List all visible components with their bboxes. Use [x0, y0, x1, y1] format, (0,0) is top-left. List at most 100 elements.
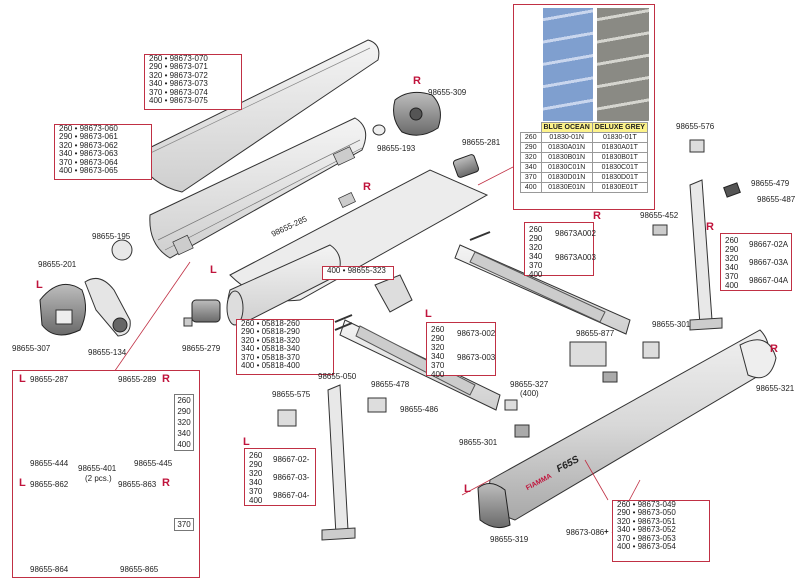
part-label: 98655-289	[118, 375, 157, 384]
plus-sign: +	[604, 527, 609, 536]
side-letter-right: R	[363, 181, 371, 193]
code-line: 290 • 98673-050	[617, 508, 676, 518]
part-label: (400)	[520, 389, 539, 398]
code-line: 290 • 05818-290	[241, 327, 300, 337]
blue-code-cell: 01830A01N	[540, 142, 593, 153]
roller-code-box: 260 • 05818-260 290 • 05818-290 320 • 05…	[236, 319, 334, 375]
side-letter-left: L	[19, 373, 26, 385]
part-label: 98673-086	[566, 528, 605, 537]
size-group-b: 320 340	[725, 254, 738, 272]
code-line: 290 • 98673-061	[59, 132, 118, 142]
size-group-a: 260 290	[431, 325, 444, 343]
part-label: 98655-452	[640, 211, 679, 220]
size: 370	[529, 261, 543, 270]
side-letter-left: L	[243, 436, 250, 448]
size-group-b: 320 340 370 400	[431, 343, 444, 379]
part-label: 98655-487	[757, 195, 796, 204]
size: 290	[249, 460, 263, 469]
size: 290	[529, 234, 543, 243]
part-label: 98655-319	[490, 535, 529, 544]
part-label: 98655-281	[462, 138, 501, 147]
bushing-part	[372, 124, 386, 136]
size: 340	[177, 429, 191, 438]
size-cell: 370	[520, 172, 542, 183]
arm-right-part	[454, 231, 631, 335]
part-label: 98655-444	[30, 459, 69, 468]
part-label: 98655-576	[676, 122, 715, 131]
code-line: 260 • 98673-070	[149, 54, 208, 63]
code: 98667-03-	[273, 473, 310, 482]
side-letter-left: L	[19, 477, 26, 489]
bracket-left	[84, 277, 131, 337]
case-part	[149, 117, 367, 259]
code-line: 290 • 98673-071	[149, 62, 208, 72]
part-label: 98655-877	[576, 329, 615, 338]
fabric-swatch-grey	[597, 8, 649, 121]
code: 98673A003	[555, 253, 596, 262]
code: 98667-04-	[273, 491, 310, 500]
part-label: 98655-478	[371, 380, 410, 389]
blue-code-cell: 01830D01N	[540, 172, 593, 183]
part-label: 98655-445	[134, 459, 173, 468]
size: 260	[431, 325, 445, 334]
size: 320	[529, 243, 543, 252]
blue-code-cell: 01830E01N	[540, 182, 593, 193]
front-cover-code-box: 260 • 98673-070 290 • 98673-071 320 • 98…	[144, 54, 242, 110]
code: 98673-002	[457, 329, 496, 338]
size: 320	[725, 254, 739, 263]
size: 400	[725, 281, 739, 290]
support-part	[374, 274, 413, 313]
size: 320	[177, 418, 191, 427]
part-label: 98655-287	[30, 375, 69, 384]
code-line: 370 • 98673-064	[59, 157, 118, 167]
size: 370	[725, 272, 739, 281]
gear-part	[452, 154, 480, 178]
code-line: 370 • 05818-370	[241, 352, 300, 362]
table-row: BLUE OCEAN DELUXE GREY	[521, 122, 648, 133]
size-group-a: 260 290	[725, 236, 738, 254]
size-group-c: 370 400	[725, 272, 738, 290]
support-code-box: 400 • 98655-323	[322, 266, 394, 280]
code: 98673A002	[555, 229, 596, 238]
code-line: 260 • 98673-060	[59, 124, 118, 133]
size-group-a: 260 290	[529, 225, 542, 243]
side-letter-right: R	[770, 343, 778, 355]
fabric-swatch-blue	[543, 8, 593, 121]
size: 340	[529, 252, 543, 261]
size: 340	[725, 263, 739, 272]
part-label: 98655-309	[428, 88, 467, 97]
front-bar-part	[477, 329, 777, 529]
part-label: 98655-575	[272, 390, 311, 399]
grey-code-cell: 01830-01T	[591, 132, 648, 143]
size-cell: 290	[520, 142, 542, 153]
header-deluxe-grey: DELUXE GREY	[591, 122, 648, 133]
part-label: 98655-321	[756, 384, 795, 393]
part-label: 98655-486	[400, 405, 439, 414]
size-cell: 320	[520, 152, 542, 163]
part-label: 98655-327	[510, 380, 549, 389]
part-label: 98655-401	[78, 464, 117, 473]
part-label: 98655-050	[318, 372, 357, 381]
clamp-kit-frame	[12, 370, 200, 578]
size-group-a: 260 290	[249, 451, 262, 469]
code-line: 400 • 98673-065	[59, 166, 118, 176]
code-line: 320 • 98673-072	[149, 70, 208, 80]
code-line: 370 • 98673-053	[617, 533, 676, 543]
part-label: 98655-863	[118, 480, 157, 489]
size-370-box: 370	[174, 518, 194, 531]
grey-code-cell: 01830D01T	[591, 172, 648, 183]
side-letter-right: R	[162, 373, 170, 385]
part-label: 98655-201	[38, 260, 77, 269]
code-line: 400 • 98673-054	[617, 542, 676, 552]
part-label: 98655-193	[377, 144, 416, 153]
size: 290	[431, 334, 445, 343]
code-line: 260 • 05818-260	[241, 319, 300, 328]
part-label: 98655-865	[120, 565, 159, 574]
code-line: 320 • 98673-051	[617, 516, 676, 526]
grey-code-cell: 01830B01T	[591, 152, 648, 163]
code: 98667-04A	[749, 276, 789, 285]
